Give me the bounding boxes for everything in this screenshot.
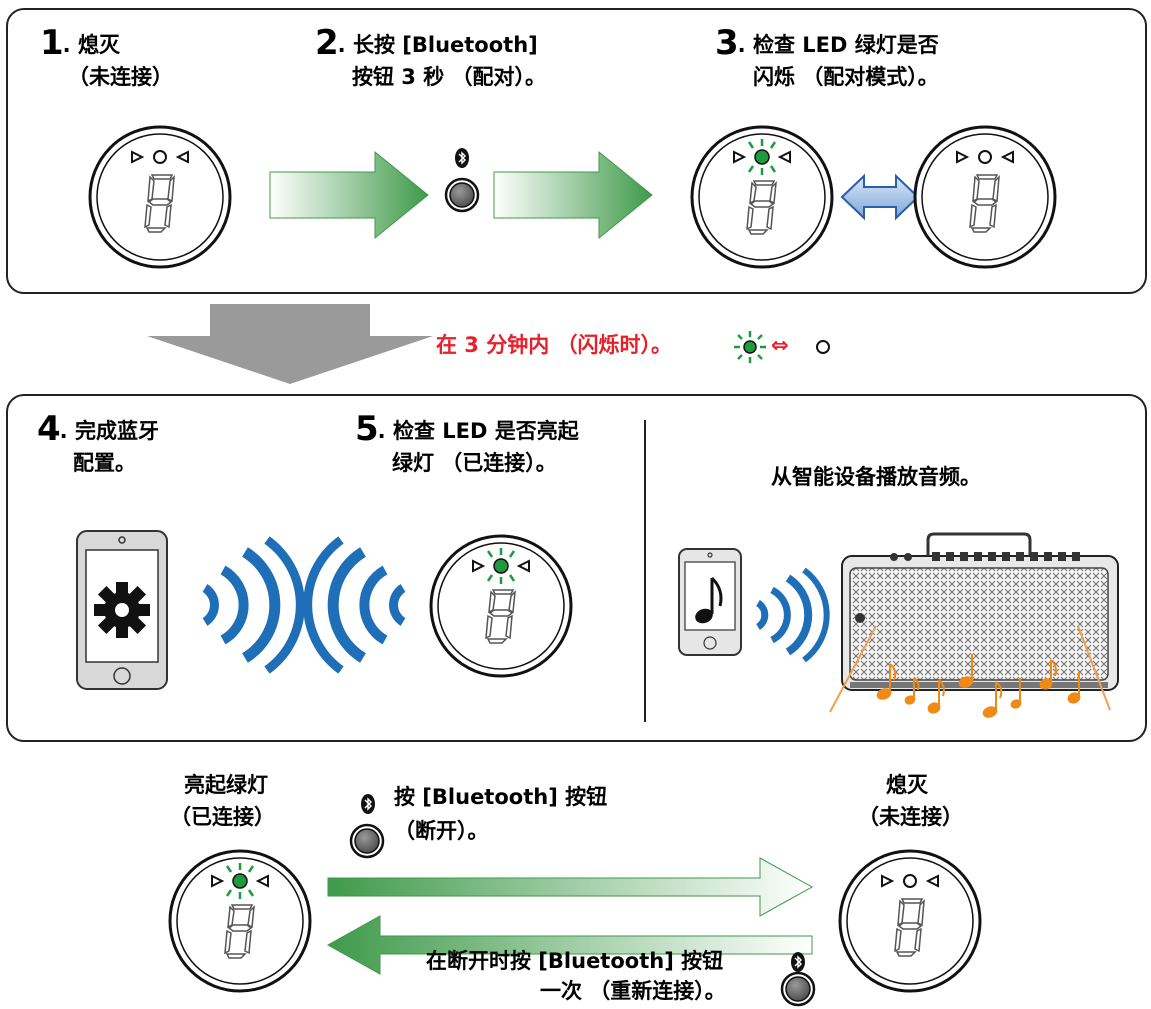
gear-icon (94, 582, 150, 638)
bluetooth-button-disconnect (349, 823, 385, 859)
down-arrow (147, 304, 433, 384)
arrow-right-1 (269, 150, 429, 240)
led-display-blinking-off (913, 125, 1057, 269)
disconnect-instruction: 按 [Bluetooth] 按钮 (394, 785, 608, 809)
bluetooth-icon (454, 147, 470, 169)
led-display-off-bottom (838, 849, 982, 993)
wireless-waves-out (202, 536, 305, 674)
amplifier-speaker (841, 532, 1119, 691)
arrow-reconnect (326, 915, 813, 975)
led-display-blinking-on (690, 125, 834, 269)
reconnect-instruction: 在断开时按 [Bluetooth] 按钮 (426, 949, 724, 973)
led-display-connected-bottom (168, 849, 312, 993)
step5-label: 5. 检查 LED 是否亮起 (355, 409, 579, 449)
disconnect-sublabel: （断开）。 (394, 819, 489, 843)
right-state-sublabel: （未连接） (858, 805, 963, 829)
arrow-right-2 (493, 150, 653, 240)
wireless-waves-small (755, 567, 830, 663)
led-display-off (88, 125, 232, 269)
step1-label: 1. 熄灭 (40, 23, 120, 63)
music-notes-orange (829, 625, 1111, 718)
step3-sublabel: 闪烁 （配对模式）。 (753, 65, 939, 89)
double-arrow-blink (840, 173, 920, 221)
step4-label: 4. 完成蓝牙 (37, 409, 159, 449)
green-led-blink-icon (734, 331, 766, 363)
bluetooth-button-reconnect (780, 971, 816, 1007)
reconnect-sublabel: 一次 （重新连接）。 (540, 979, 726, 1003)
left-state-label: 亮起绿灯 (184, 773, 268, 797)
wireless-waves-in (303, 536, 406, 674)
step2-sublabel: 按钮 3 秒 （配对）。 (352, 65, 547, 89)
step5-sublabel: 绿灯 （已连接）。 (392, 451, 557, 475)
arrow-disconnect (327, 857, 814, 917)
step4-sublabel: 配置。 (73, 451, 136, 475)
right-state-label: 熄灭 (886, 773, 928, 797)
play-audio-label: 从智能设备播放音频。 (771, 465, 981, 489)
led-off-circle-icon (816, 340, 830, 354)
toggle-symbol: ⇔ (771, 333, 789, 357)
music-note-icon (695, 576, 723, 624)
panel-divider (644, 420, 646, 722)
bluetooth-button (444, 177, 480, 213)
time-limit-note: 在 3 分钟内 （闪烁时）。 (436, 333, 673, 357)
bluetooth-icon-disconnect (360, 793, 376, 815)
step2-label: 2. 长按 [Bluetooth] (315, 23, 538, 63)
left-state-sublabel: （已连接） (170, 805, 275, 829)
step1-sublabel: （未连接） (68, 65, 173, 89)
step3-label: 3. 检查 LED 绿灯是否 (715, 23, 939, 63)
led-display-connected (429, 534, 573, 678)
